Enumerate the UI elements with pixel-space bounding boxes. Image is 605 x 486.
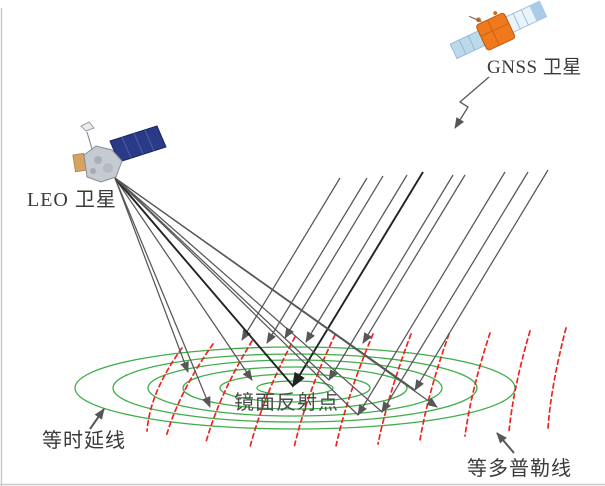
iso-doppler-arc	[165, 343, 214, 438]
leo-ray	[114, 177, 383, 413]
leo-ray	[114, 177, 330, 381]
gnss-signal-zigzag-arrow	[454, 76, 490, 129]
gnss-incident-ray	[266, 177, 368, 344]
iso-doppler-curves	[146, 327, 567, 449]
leo-antenna-mast	[86, 131, 93, 150]
leo-satellite-label: LEO 卫星	[27, 189, 117, 211]
iso-delay-label: 等时延线	[42, 429, 126, 452]
iso-doppler-arc	[293, 334, 336, 449]
iso-doppler-arc	[205, 340, 253, 443]
iso-doppler-arc	[419, 333, 450, 441]
leo-ray	[114, 177, 253, 381]
gnss-satellite-icon	[449, 0, 548, 60]
gnss-incident-ray	[305, 174, 408, 343]
leo-reflected-rays	[114, 177, 438, 416]
gnss-incident-ray	[357, 171, 506, 416]
iso-doppler-arc	[377, 333, 412, 445]
iso-doppler-label: 等多普勒线	[467, 457, 572, 480]
specular-point-label: 镜面反射点	[234, 391, 339, 414]
iso-doppler-arc	[249, 336, 296, 448]
leo-ray	[114, 177, 294, 387]
gnss-incident-ray	[381, 171, 529, 413]
iso-doppler-arc	[547, 327, 567, 429]
iso-doppler-arc	[464, 332, 491, 437]
leo-ray	[114, 177, 359, 416]
gnss-incident-ray	[328, 174, 454, 381]
iso-doppler-arc	[335, 333, 374, 447]
iso-doppler-pointer-arrow	[496, 432, 515, 454]
leo-ray	[114, 177, 189, 373]
iso-delay-ellipses	[74, 346, 516, 430]
leo-ray	[114, 177, 438, 408]
iso-delay-pointer-arrow	[89, 408, 105, 430]
gnss-incident-ray	[284, 175, 384, 339]
iso-delay-ring	[182, 366, 408, 410]
gnss-incident-ray	[414, 169, 549, 391]
iso-delay-ring	[147, 359, 443, 417]
iso-delay-ring	[74, 346, 516, 430]
leo-antenna-dish	[80, 121, 95, 132]
gnss-incident-ray	[362, 174, 466, 344]
leo-ray	[114, 177, 211, 408]
iso-doppler-arc	[146, 347, 183, 432]
gnss-body	[476, 12, 516, 51]
gnss-satellite-label: GNSS 卫星	[487, 57, 582, 78]
gnss-incident-ray	[291, 171, 424, 388]
iso-doppler-arc	[508, 330, 531, 433]
leo-satellite-icon	[72, 121, 167, 183]
